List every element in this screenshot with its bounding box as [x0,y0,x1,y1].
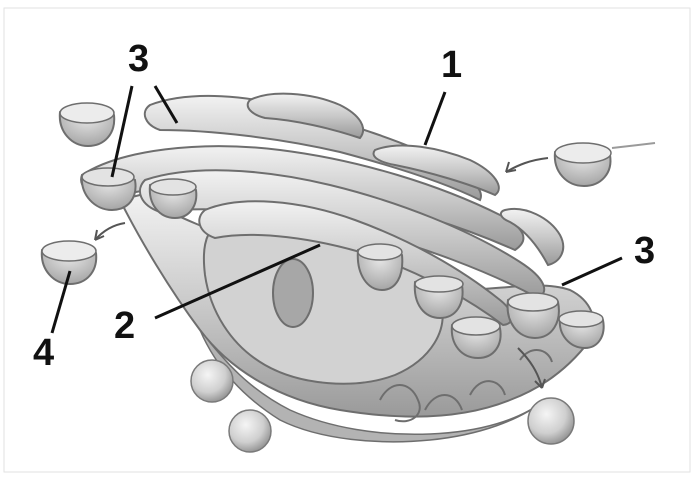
pointer-3b [562,258,622,285]
pointer-1 [425,92,445,145]
label-3-top: 3 [128,40,149,78]
vesicle-top-left [60,103,114,146]
round-vesicle-1 [191,360,233,402]
round-vesicle-3 [528,398,574,444]
label-4: 4 [33,334,54,372]
cisterna-opening [273,259,313,327]
label-2: 2 [114,307,135,345]
label-3-right: 3 [634,232,655,270]
vesicle-right [555,143,611,186]
label-1: 1 [441,46,462,84]
round-vesicle-2 [229,410,271,452]
